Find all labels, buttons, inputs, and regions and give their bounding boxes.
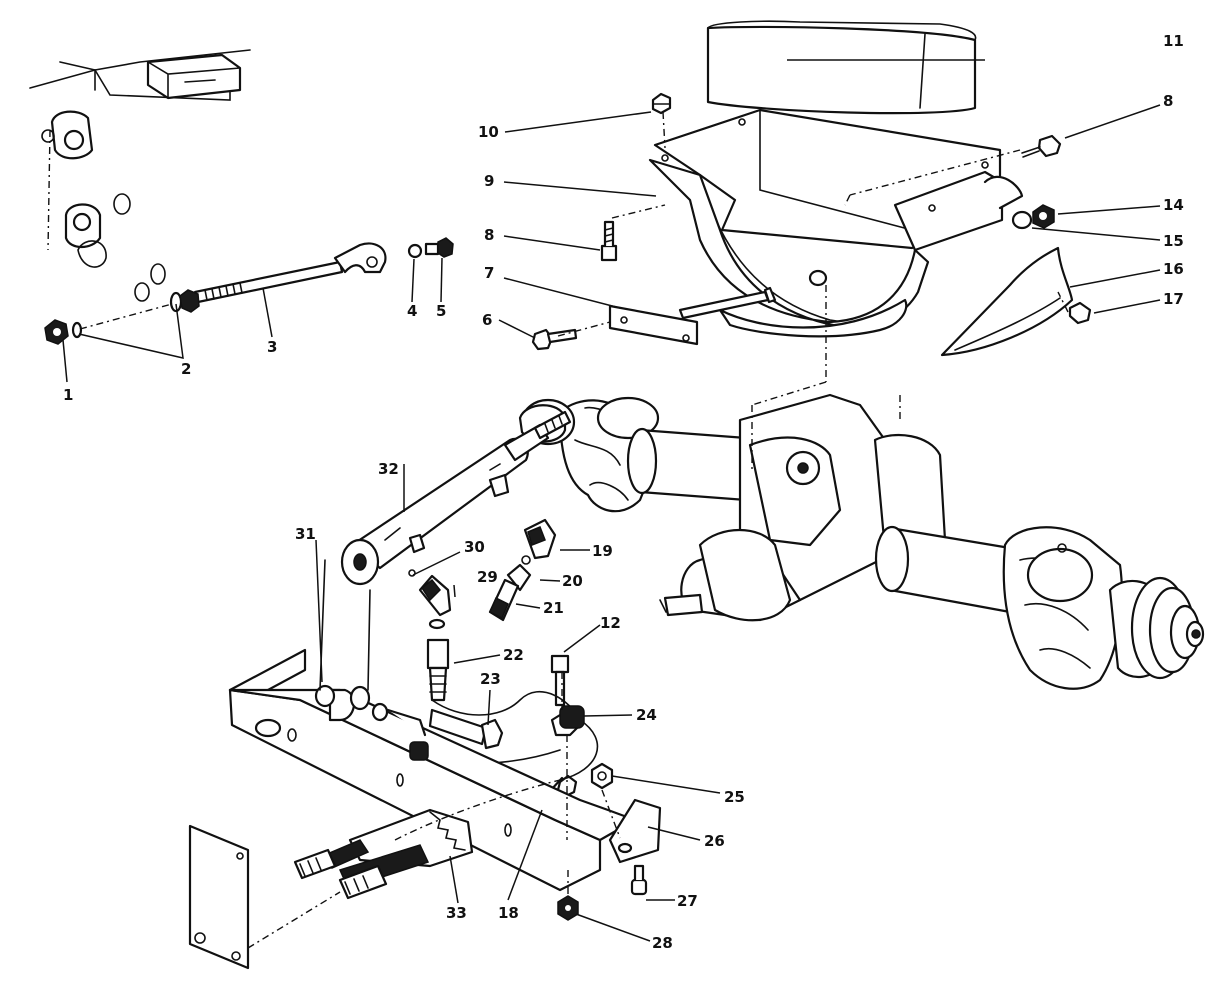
- callout-5: 5: [436, 302, 446, 320]
- transaxle: [518, 285, 1205, 690]
- frame-section: [29, 49, 251, 302]
- callout-4: 4: [407, 302, 417, 320]
- bolt-8-upper: [1021, 134, 1062, 158]
- callout-2: 2: [181, 360, 191, 378]
- rear-shield-assembly: [531, 20, 1092, 357]
- callout-1: 1: [63, 386, 73, 404]
- lock-nut-25: [590, 762, 614, 790]
- callout-31: 31: [295, 525, 316, 543]
- callout-21: 21: [543, 599, 564, 617]
- leader-lines: [62, 59, 1161, 942]
- callout-9: 9: [484, 172, 494, 190]
- hydraulic-cylinder: [340, 410, 572, 586]
- callout-16: 16: [1163, 260, 1184, 278]
- callout-30: 30: [464, 538, 485, 556]
- callout-3: 3: [267, 338, 277, 356]
- callout-12: 12: [600, 614, 621, 632]
- mounting-bracket: [228, 559, 662, 892]
- rod-thread: [204, 282, 243, 301]
- callout-33: 33: [446, 904, 467, 922]
- hex-nut-10: [651, 92, 672, 115]
- bolt-8-lower: [600, 220, 618, 262]
- callout-17: 17: [1163, 290, 1184, 308]
- callout-labels: 1 2 3 4 5 6 7 8 8 9 10 11 12 14 15 16 17…: [63, 32, 1184, 952]
- callout-14: 14: [1163, 196, 1184, 214]
- callout-6: 6: [482, 311, 492, 329]
- callout-19: 19: [592, 542, 613, 560]
- callout-7: 7: [484, 264, 494, 282]
- hose-assembly: [188, 779, 561, 970]
- callout-29: 29: [477, 568, 498, 586]
- callout-24: 24: [636, 706, 657, 724]
- callout-25: 25: [724, 788, 745, 806]
- callout-10: 10: [478, 123, 499, 141]
- control-rod-assembly: [44, 237, 454, 345]
- callout-11: 11: [1163, 32, 1184, 50]
- callout-27: 27: [677, 892, 698, 910]
- callout-15: 15: [1163, 232, 1184, 250]
- callout-28: 28: [652, 934, 673, 952]
- callout-22: 22: [503, 646, 524, 664]
- hex-nut-1: [44, 319, 69, 345]
- callout-18: 18: [498, 904, 519, 922]
- callout-8-upper: 8: [1163, 92, 1173, 110]
- elbow-fitting-24: [550, 705, 585, 737]
- callout-20: 20: [562, 572, 583, 590]
- bolt-17: [1068, 301, 1092, 325]
- callout-23: 23: [480, 670, 501, 688]
- hex-nut-14: [1032, 204, 1055, 229]
- small-hardware: [550, 672, 648, 921]
- nut-28: [557, 895, 579, 921]
- callout-32: 32: [378, 460, 399, 478]
- bolt-27: [630, 864, 648, 896]
- callout-26: 26: [704, 832, 725, 850]
- callout-8-lower: 8: [484, 226, 494, 244]
